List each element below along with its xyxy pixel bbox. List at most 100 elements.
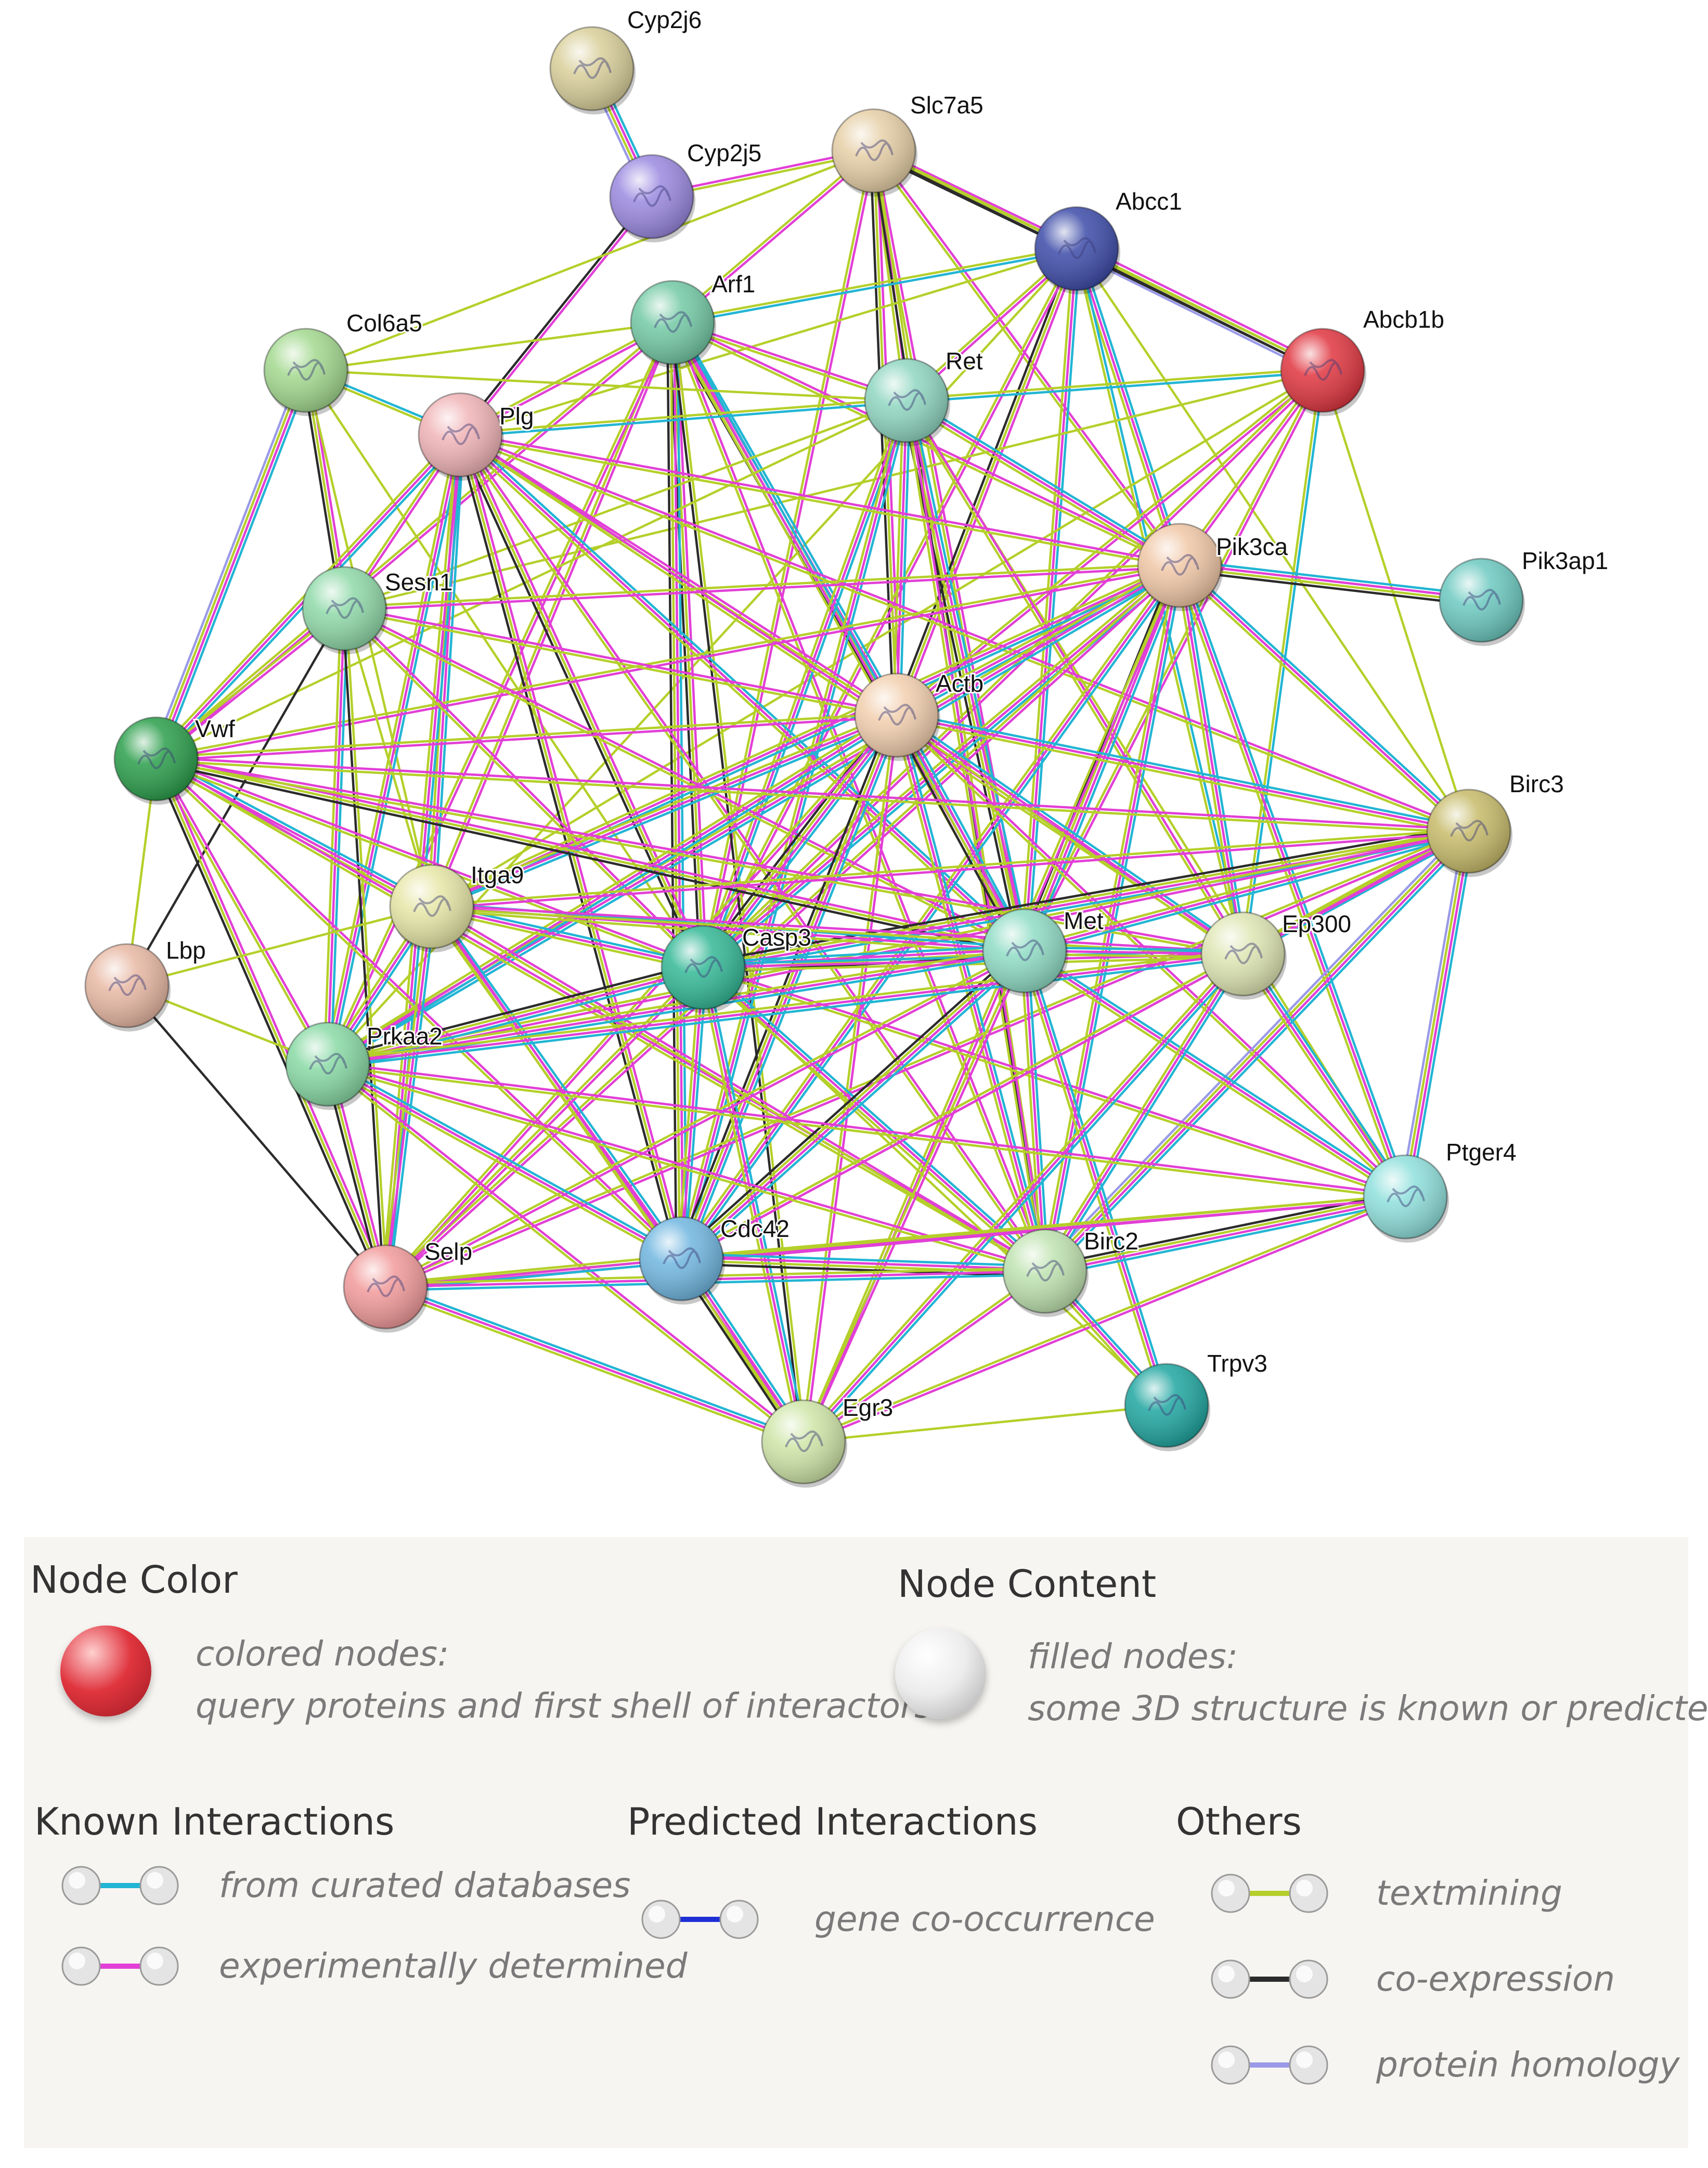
edge-line-curated: [1027, 950, 1050, 1271]
node-abcc1[interactable]: Abcc1: [1034, 186, 1184, 294]
node-gloss: [286, 1023, 369, 1106]
edge-abcc1-arf1: [672, 246, 1077, 326]
node-sesn1[interactable]: Sesn1: [302, 566, 454, 654]
edge-line-textmining: [459, 435, 1469, 834]
edge-line-textmining: [155, 562, 1180, 759]
edge-line-curated: [1025, 833, 1470, 956]
node-cyp2j5[interactable]: Cyp2j5: [609, 138, 763, 242]
edge-line-experimental: [326, 434, 462, 1065]
edge-line-textmining: [800, 949, 1025, 1442]
edge-ptger4-egr3: [802, 1194, 1407, 1445]
edge-met-prkaa2: [327, 946, 1026, 1069]
edge-line-textmining: [342, 609, 703, 970]
edge-met-cdc42: [677, 946, 1029, 1263]
node-gloss: [1281, 329, 1364, 412]
edge-line-curated: [676, 319, 902, 714]
edge-line-experimental: [703, 249, 1079, 969]
node-label: Prkaa2: [367, 1023, 443, 1050]
node-casp3[interactable]: Casp3: [661, 922, 813, 1013]
node-vwf[interactable]: Vwf: [113, 714, 237, 805]
node-actb[interactable]: Actb: [854, 668, 985, 761]
edge-birc3-birc2: [1040, 827, 1473, 1276]
edge-line-experimental: [680, 400, 908, 1259]
node-cyp2j6[interactable]: Cyp2j6: [549, 5, 703, 114]
node-trpv3[interactable]: Trpv3: [1124, 1348, 1269, 1451]
edge-line-coexpression: [666, 322, 678, 1259]
node-met[interactable]: Met: [982, 906, 1105, 997]
node-label: Cyp2j5: [687, 139, 761, 166]
node-itga9[interactable]: Itga9: [389, 860, 525, 952]
edge-line-curated: [1046, 955, 1247, 1274]
edge-line-curated: [681, 1253, 1045, 1268]
edge-line-textmining: [305, 321, 673, 372]
node-label: Selp: [424, 1238, 472, 1265]
node-arf1[interactable]: Arf1: [630, 269, 757, 368]
node-col6a5[interactable]: Col6a5: [263, 308, 424, 416]
node-egr3[interactable]: Egr3: [761, 1392, 895, 1488]
edge-abcc1-birc3: [1076, 248, 1470, 832]
edge-line-experimental: [156, 370, 309, 760]
edge-line-textmining: [459, 434, 705, 968]
protein-structure-icon: [1161, 554, 1199, 576]
edge-ret-actb: [892, 400, 911, 716]
edge-line-experimental: [874, 149, 1182, 565]
node-prkaa2[interactable]: Prkaa2: [285, 1021, 444, 1110]
edge-line-experimental: [459, 434, 1026, 952]
node-label: Arf1: [711, 270, 755, 298]
node-ep300[interactable]: Ep300: [1200, 909, 1353, 1000]
node-gloss: [1364, 1155, 1447, 1238]
node-label: Ptger4: [1446, 1139, 1517, 1166]
edge-line-textmining: [1020, 248, 1075, 951]
edge-line-experimental: [431, 714, 897, 908]
node-label: Cyp2j6: [627, 6, 702, 33]
node-label: Ep300: [1282, 910, 1351, 937]
edge-line-experimental: [804, 951, 1028, 1443]
protein-structure-icon: [633, 185, 671, 207]
edge-line-experimental: [344, 605, 898, 715]
node-selp[interactable]: Selp: [343, 1236, 474, 1333]
edge-line-textmining: [702, 966, 1168, 1406]
edge-line-textmining: [1077, 246, 1324, 370]
protein-structure-icon: [573, 57, 612, 79]
node-pik3ca[interactable]: Pik3ca: [1137, 523, 1289, 611]
protein-structure-icon: [108, 974, 147, 996]
edge-line-curated: [1079, 247, 1184, 565]
node-label: Trpv3: [1207, 1350, 1267, 1377]
edge-line-experimental: [432, 905, 806, 1442]
node-lbp[interactable]: Lbp: [84, 935, 208, 1031]
node-ret[interactable]: Ret: [864, 346, 985, 446]
edge-line-experimental: [327, 1063, 682, 1260]
edge-line-experimental: [460, 432, 1180, 565]
node-plg[interactable]: Plg: [418, 392, 535, 481]
node-birc3[interactable]: Birc3: [1426, 769, 1565, 877]
edge-line-curated: [704, 567, 1183, 971]
node-gloss: [419, 393, 502, 476]
node-label: Cdc42: [720, 1215, 790, 1242]
legend-experimental-label: experimentally determined: [219, 1946, 688, 1986]
edge-line-experimental: [326, 608, 346, 1065]
legend-others-title: Others: [1176, 1800, 1302, 1843]
edge-pik3ca-ep300: [1175, 564, 1248, 955]
node-abcb1b[interactable]: Abcb1b: [1280, 304, 1446, 416]
node-gloss: [662, 926, 745, 1009]
edge-line-textmining: [305, 369, 907, 402]
edge-line-curated: [329, 1060, 684, 1257]
node-slc7a5[interactable]: Slc7a5: [831, 90, 985, 197]
edge-line-homology: [1073, 252, 1321, 376]
node-ptger4[interactable]: Ptger4: [1363, 1137, 1518, 1243]
edge-line-textmining: [305, 149, 874, 372]
node-gloss: [640, 1217, 723, 1300]
node-label: Abcc1: [1116, 188, 1182, 215]
edge-line-experimental: [432, 904, 1046, 1271]
edge-line-experimental: [681, 954, 1245, 1261]
edge-line-textmining: [460, 435, 1180, 569]
edge-line-experimental: [462, 433, 707, 967]
edge-line-textmining: [903, 401, 1045, 1272]
node-pik3ap1[interactable]: Pik3ap1: [1439, 546, 1610, 646]
edge-slc7a5-arf1: [670, 148, 876, 325]
edge-egr3-trpv3: [803, 1404, 1167, 1443]
node-gloss: [1125, 1364, 1208, 1447]
node-cdc42[interactable]: Cdc42: [639, 1214, 791, 1305]
node-birc2[interactable]: Birc2: [1002, 1226, 1140, 1317]
edge-line-curated: [434, 435, 465, 907]
